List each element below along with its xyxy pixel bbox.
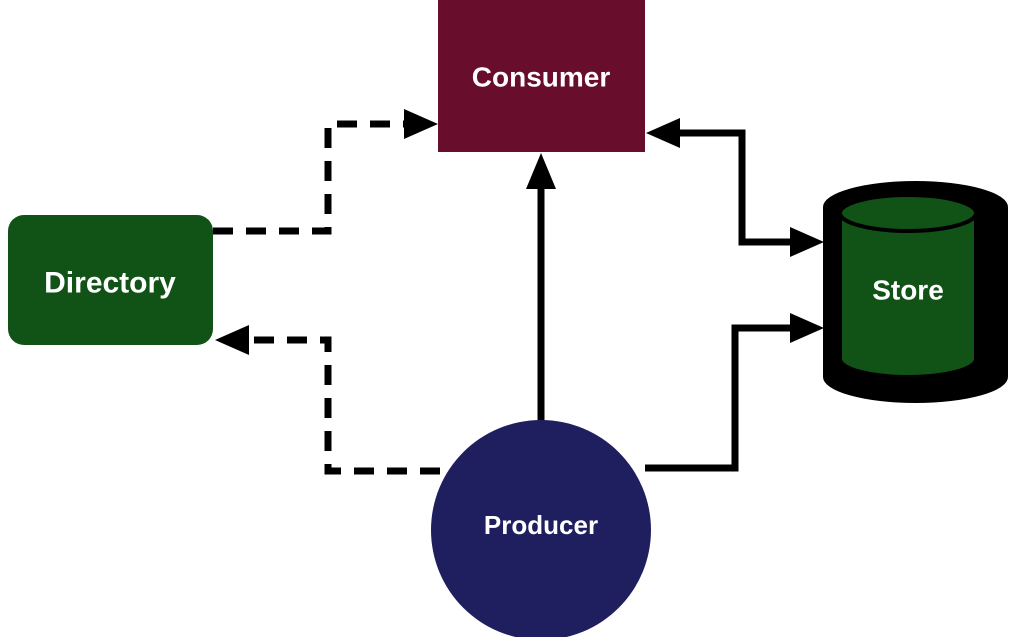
directory-rounded-rectangle — [8, 215, 213, 345]
arrowhead-into-consumer-right — [646, 118, 680, 148]
edge-producer-to-directory-line — [250, 336, 440, 475]
edge-producer-to-store — [645, 313, 824, 472]
edge-directory-to-consumer — [213, 109, 438, 235]
node-consumer: Consumer — [438, 0, 645, 152]
edge-producer-to-store-line — [645, 324, 792, 472]
edge-producer-to-consumer — [526, 153, 556, 422]
producer-label: Producer — [484, 510, 598, 540]
consumer-label: Consumer — [472, 62, 611, 93]
store-label: Store — [872, 275, 944, 306]
edge-consumer-store-bidirectional — [646, 118, 824, 257]
store-cylinder-top — [838, 193, 978, 233]
consumer-rectangle — [438, 0, 645, 152]
arrowhead-into-consumer-left — [404, 109, 438, 139]
producer-circle — [431, 420, 651, 637]
arrowhead-into-store-upper — [790, 227, 824, 257]
store-cylinder-body — [838, 213, 978, 379]
node-directory: Directory — [8, 215, 213, 345]
edge-producer-to-directory — [215, 325, 440, 475]
arrowhead-into-directory-right — [215, 325, 249, 355]
directory-label: Directory — [44, 267, 176, 300]
arrowhead-into-store-lower — [790, 313, 824, 343]
edge-directory-to-consumer-line — [213, 120, 406, 235]
arrowhead-into-consumer-bottom — [526, 153, 556, 189]
node-producer: Producer — [431, 420, 651, 637]
node-store: Store — [823, 181, 1008, 404]
edge-consumer-store-line — [677, 129, 792, 246]
